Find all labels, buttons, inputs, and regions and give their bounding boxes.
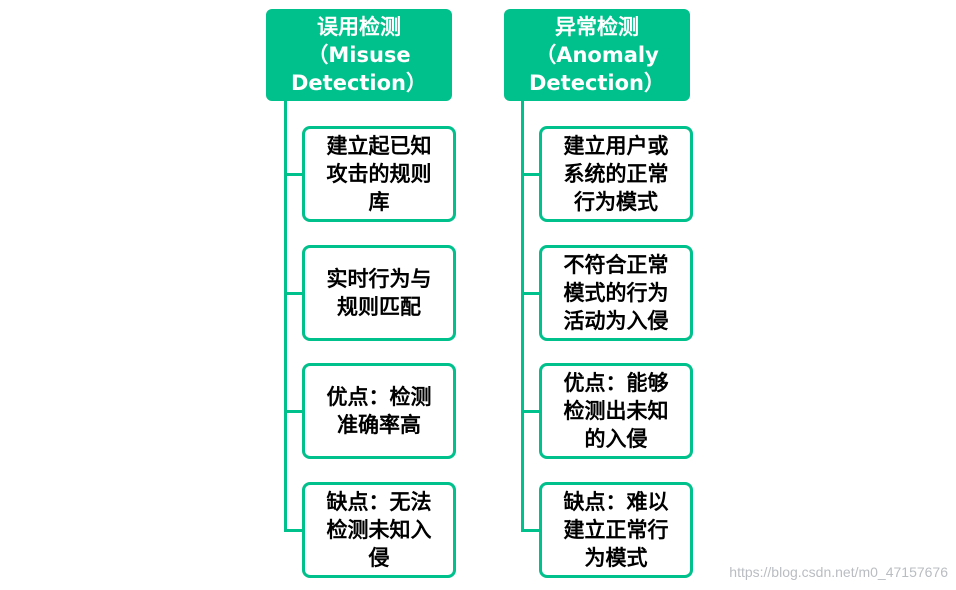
- misuse-connector-4: [284, 529, 304, 532]
- anomaly-connector-4: [521, 529, 541, 532]
- misuse-detection-header: 误用检测 （Misuse Detection）: [266, 9, 452, 101]
- misuse-connector-3: [284, 410, 304, 413]
- misuse-connector-trunk: [284, 101, 287, 531]
- misuse-item-known-attack-rules: 建立起已知 攻击的规则 库: [302, 126, 456, 222]
- misuse-connector-2: [284, 292, 304, 295]
- misuse-item-advantage: 优点：检测 准确率高: [302, 363, 456, 459]
- anomaly-connector-3: [521, 410, 541, 413]
- misuse-connector-1: [284, 173, 304, 176]
- anomaly-item-normal-behavior-model: 建立用户或 系统的正常 行为模式: [539, 126, 693, 222]
- anomaly-item-disadvantage: 缺点：难以 建立正常行 为模式: [539, 482, 693, 578]
- anomaly-item-deviation-is-intrusion: 不符合正常 模式的行为 活动为入侵: [539, 245, 693, 341]
- watermark-url: https://blog.csdn.net/m0_47157676: [729, 564, 948, 580]
- anomaly-connector-trunk: [521, 101, 524, 531]
- misuse-item-realtime-matching: 实时行为与 规则匹配: [302, 245, 456, 341]
- anomaly-item-advantage: 优点：能够 检测出未知 的入侵: [539, 363, 693, 459]
- misuse-item-disadvantage: 缺点：无法 检测未知入 侵: [302, 482, 456, 578]
- anomaly-connector-1: [521, 173, 541, 176]
- anomaly-connector-2: [521, 292, 541, 295]
- anomaly-detection-header: 异常检测 （Anomaly Detection）: [504, 9, 690, 101]
